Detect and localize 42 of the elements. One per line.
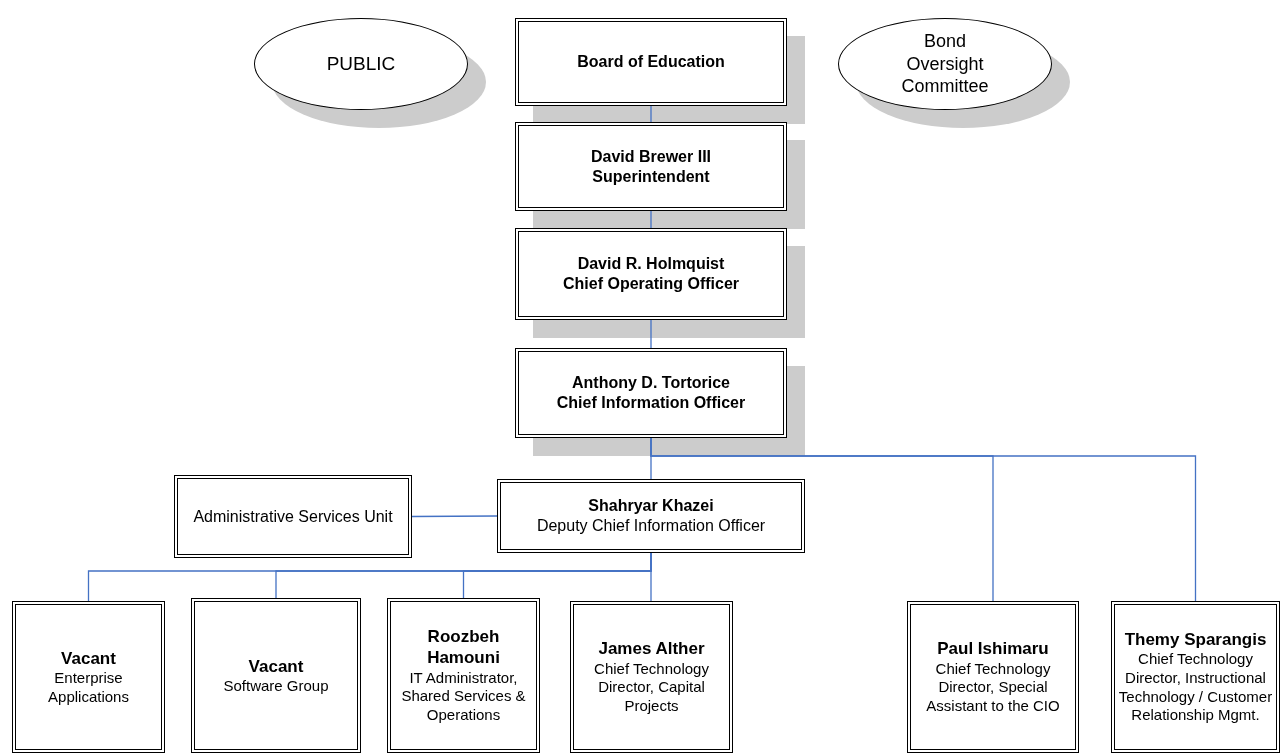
org-chart-box <box>515 348 787 438</box>
job-title: Software Group <box>223 676 329 696</box>
job-title: Chief Technology Director, Capital Projects <box>593 659 710 716</box>
org-chart-box <box>515 228 787 320</box>
job-title: Enterprise Applications <box>47 668 130 707</box>
org-chart-box <box>1111 601 1280 753</box>
org-chart-box <box>515 18 787 106</box>
connector-line <box>650 319 652 349</box>
connector-line <box>650 437 1197 602</box>
box-label: Superintendent <box>592 166 710 187</box>
org-chart-box <box>12 601 165 753</box>
org-chart-box <box>497 479 805 553</box>
connector-line <box>650 552 652 602</box>
org-chart-box <box>191 598 361 753</box>
connector-line <box>411 515 498 518</box>
job-title: IT Administrator, Shared Services & Operations <box>400 668 527 725</box>
job-title: Deputy Chief Information Officer <box>536 516 766 536</box>
connector-line <box>650 105 652 123</box>
person-name: Vacant <box>61 647 116 669</box>
person-name: Vacant <box>248 655 304 677</box>
person-name: Roozbeh Hamouni <box>426 626 501 669</box>
org-chart-box <box>570 601 733 753</box>
person-name: Paul Ishimaru <box>937 638 1049 660</box>
org-chart-box <box>387 598 540 753</box>
org-chart-box <box>515 122 787 211</box>
person-name: Shahryar Khazei <box>588 496 714 516</box>
box-label: David Brewer III <box>590 146 711 167</box>
job-title: Chief Technology Director, Instructional Technology / Customer Relationship Mgmt. <box>1117 650 1274 726</box>
connector-line <box>650 210 652 229</box>
org-chart-box <box>174 475 412 558</box>
box-label: Chief Information Officer <box>556 393 746 413</box>
box-label: David R. Holmquist <box>577 254 725 274</box>
person-name: Themy Sparangis <box>1124 628 1267 651</box>
person-name: James Alther <box>598 638 705 660</box>
box-label: Chief Operating Officer <box>563 274 739 294</box>
job-title: Chief Technology Director, Special Assistant to the CIO <box>925 659 1061 716</box>
box-label: Administrative Services Unit <box>193 506 393 527</box>
box-label: Anthony D. Tortorice <box>572 373 730 393</box>
box-label: Board of Education <box>577 52 725 72</box>
ellipse-label: PUBLIC <box>326 52 396 76</box>
ellipse-label: Bond Oversight Committee <box>900 30 990 98</box>
org-chart-box <box>907 601 1079 753</box>
